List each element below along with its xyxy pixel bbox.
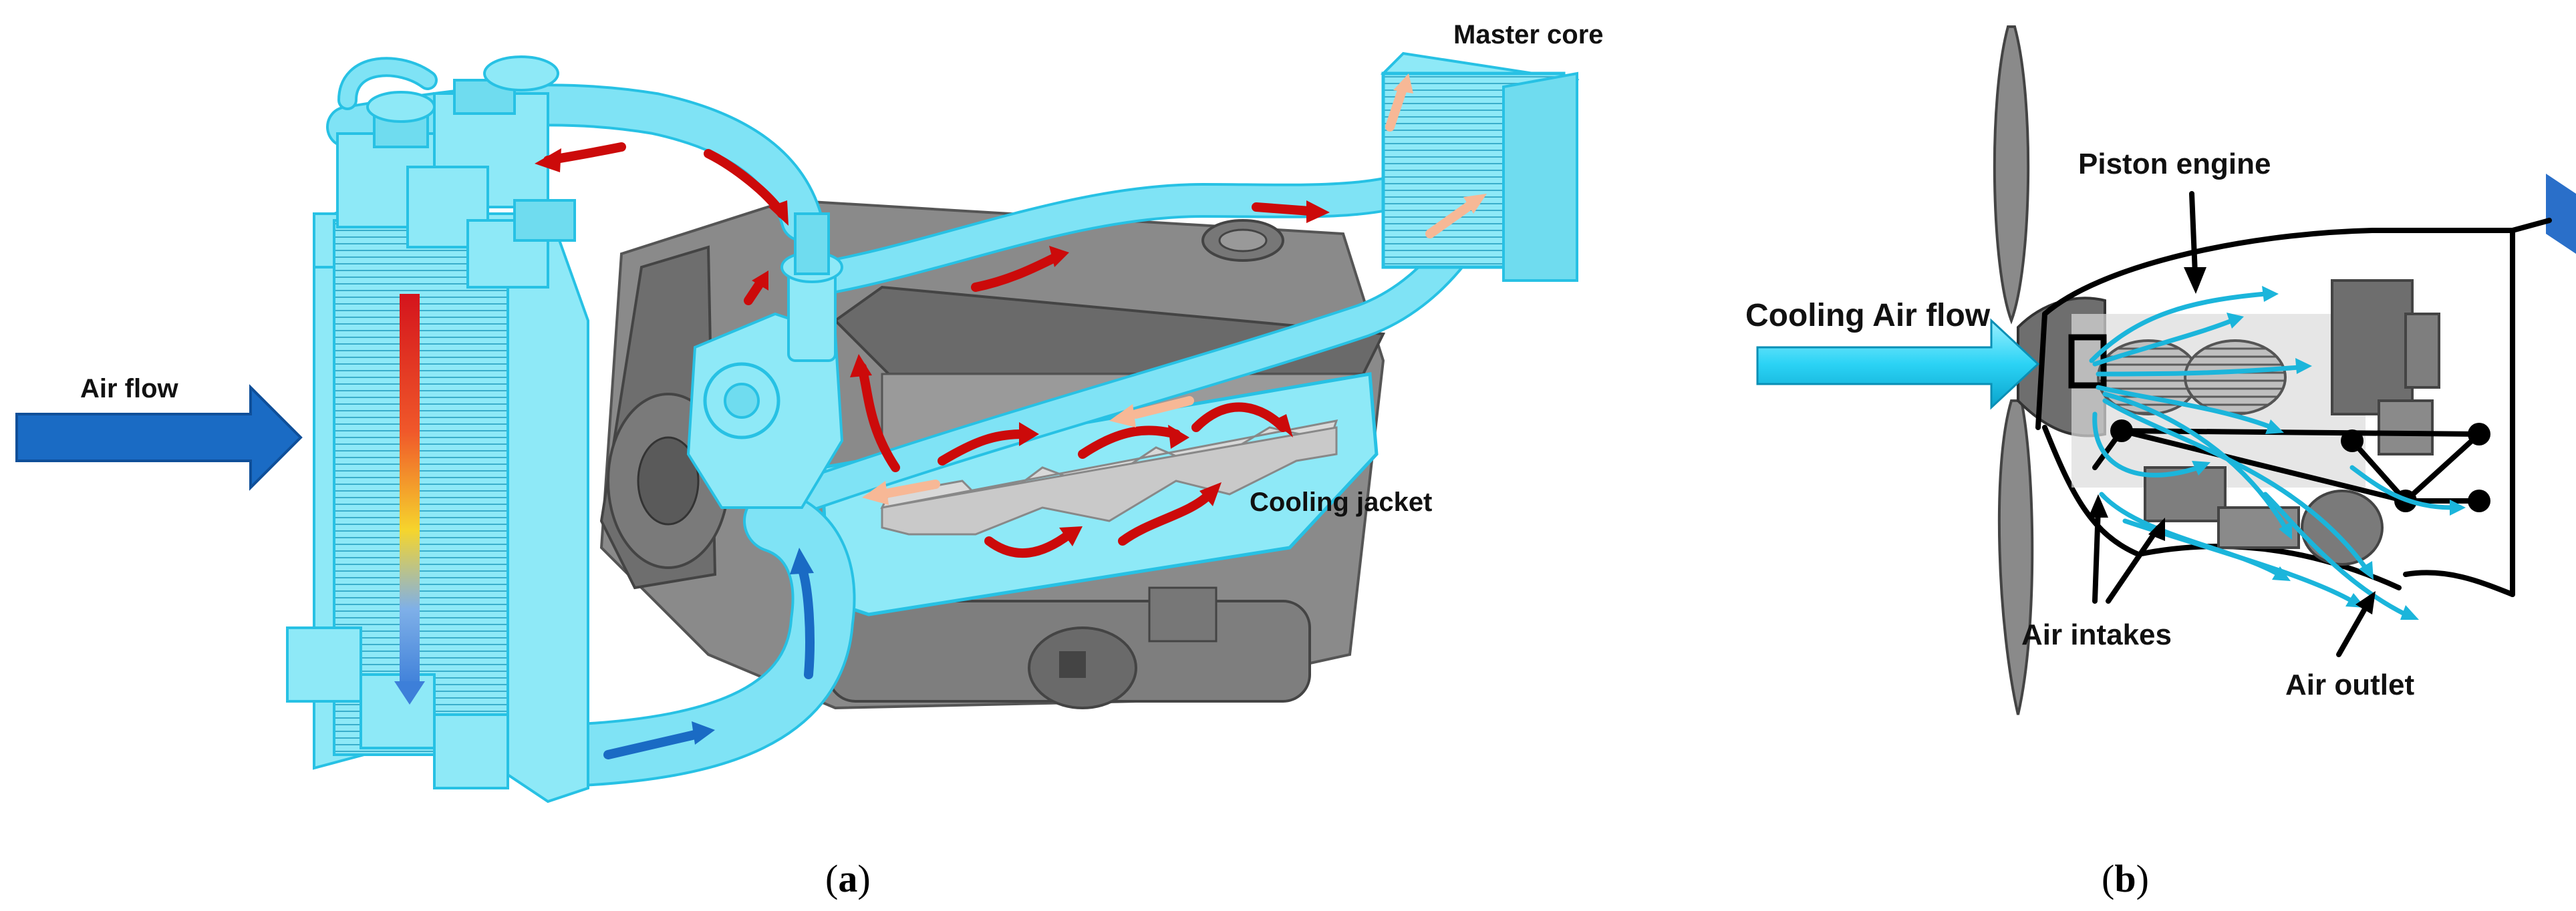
engine-mount — [2092, 419, 2490, 512]
caption-panel-a: (a) — [825, 857, 871, 900]
coolant-flow-arrows — [535, 73, 1487, 759]
caption-panel-b: (b) — [2102, 857, 2149, 900]
pointer-arrows — [2088, 191, 2376, 657]
caption-b-open: ( — [2102, 857, 2114, 900]
label-air-flow: Air flow — [80, 374, 179, 403]
caption-a-open: ( — [825, 857, 838, 900]
label-master-core: Master core — [1453, 20, 1604, 49]
master-core — [1380, 51, 1580, 282]
label-air-outlet: Air outlet — [2285, 669, 2414, 701]
cooling-jacket-body — [820, 372, 1379, 616]
air-streams — [2089, 286, 2466, 620]
panel-a-engine-cooling: Air flow Master core Cooling jacket (a) — [15, 20, 1604, 900]
caption-a-close: ) — [857, 857, 870, 900]
label-piston-engine: Piston engine — [2078, 148, 2271, 180]
caption-b-close: ) — [2136, 857, 2149, 900]
caption-a-letter: a — [838, 857, 857, 900]
label-cooling-air-flow: Cooling Air flow — [1745, 298, 1991, 333]
label-air-intakes: Air intakes — [2021, 618, 2172, 651]
cooling-air-flow-arrow — [1756, 318, 2040, 410]
radiator — [286, 55, 589, 803]
air-flow-arrow — [15, 384, 303, 491]
caption-b-letter: b — [2114, 857, 2136, 900]
panel-b-aircraft-nacelle: Cooling Air flow Piston engine Air intak… — [1745, 25, 2576, 900]
water-pump — [686, 212, 844, 509]
label-cooling-jacket: Cooling jacket — [1250, 488, 1432, 517]
